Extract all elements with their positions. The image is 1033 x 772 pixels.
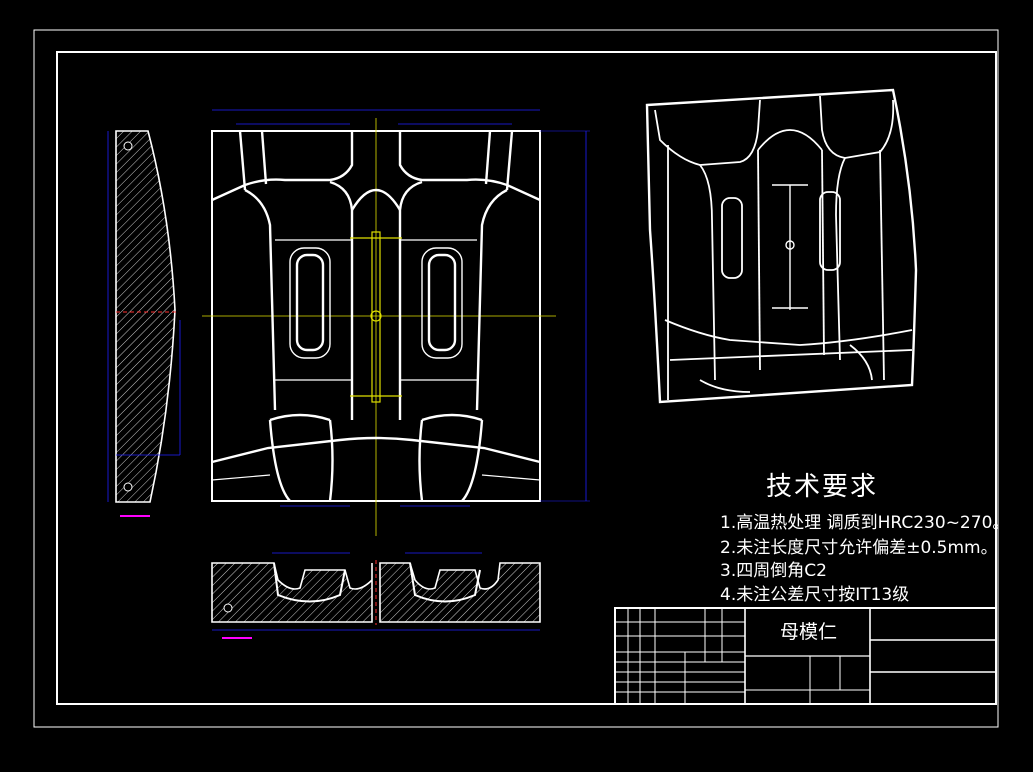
bottom-section-view <box>211 552 541 639</box>
isometric-view <box>645 88 918 404</box>
note-line-1: 1.高温热处理 调质到HRC230~270。 <box>720 513 1010 533</box>
inner-frame <box>56 51 997 705</box>
outer-border <box>33 29 999 728</box>
side-section-view <box>107 130 181 517</box>
main-plan-view <box>202 109 590 536</box>
note-line-3: 3.四周倒角C2 <box>720 561 827 581</box>
note-line-2: 2.未注长度尺寸允许偏差±0.5mm。 <box>720 538 998 558</box>
note-line-4: 4.未注公差尺寸按IT13级 <box>720 585 910 605</box>
title-block <box>614 607 997 705</box>
part-name: 母模仁 <box>780 621 838 643</box>
technical-requirements-title: 技术要求 <box>766 472 879 502</box>
